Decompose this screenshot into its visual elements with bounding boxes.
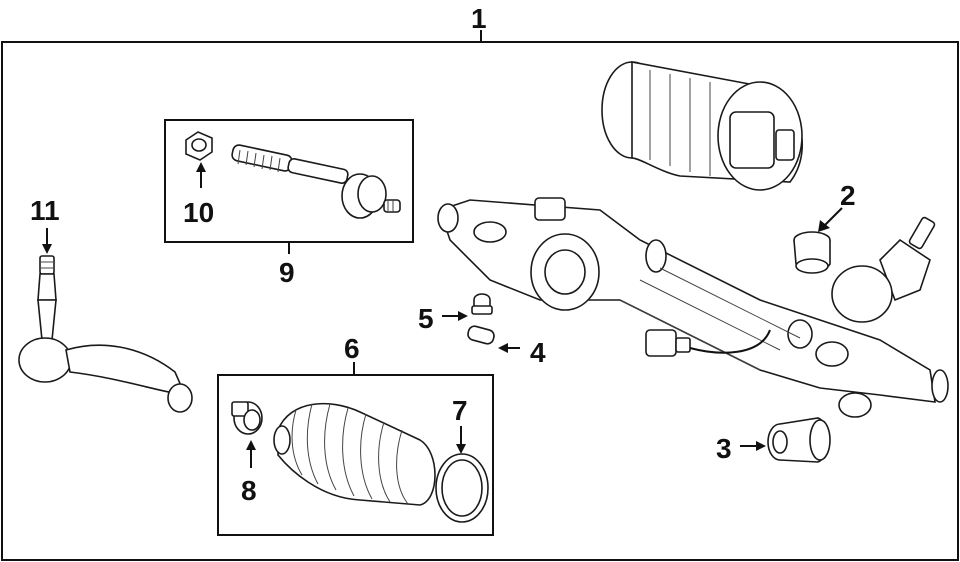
arrow-4 <box>498 343 508 353</box>
inner-tie-rod-part <box>231 144 401 219</box>
jam-nut-part <box>185 131 213 161</box>
callout-1: 1 <box>471 3 487 34</box>
callout-5: 5 <box>418 303 434 334</box>
arrow-8 <box>246 440 256 450</box>
outer-tie-rod-end-part <box>18 255 193 413</box>
arrow-3 <box>756 441 766 451</box>
arrow-7 <box>456 444 466 454</box>
boot-part <box>273 402 436 506</box>
clamp-part <box>231 401 263 435</box>
callout-7: 7 <box>452 395 468 426</box>
arrow-10 <box>196 162 206 172</box>
wire-connector-part <box>645 329 771 357</box>
callout-2: 2 <box>840 180 856 211</box>
callout-4: 4 <box>530 337 546 368</box>
grommet-lower-part <box>767 417 831 463</box>
leader-2 <box>823 207 843 227</box>
callout-11: 11 <box>30 195 60 226</box>
boot-kit-box <box>217 374 494 536</box>
seal-part <box>467 325 495 345</box>
callout-10: 10 <box>183 197 214 228</box>
arrow-11 <box>42 244 52 254</box>
arrow-2 <box>818 220 830 232</box>
callout-3: 3 <box>716 433 732 464</box>
boot-clamp-ring-part <box>435 453 489 523</box>
cap-part <box>471 293 493 315</box>
motor-part <box>601 61 804 191</box>
arrow-5 <box>458 311 468 321</box>
steering-rack-housing <box>437 197 949 418</box>
callout-8: 8 <box>241 475 257 506</box>
grommet-upper-part <box>793 231 831 274</box>
callout-6: 6 <box>344 333 360 364</box>
callout-9: 9 <box>279 257 295 288</box>
